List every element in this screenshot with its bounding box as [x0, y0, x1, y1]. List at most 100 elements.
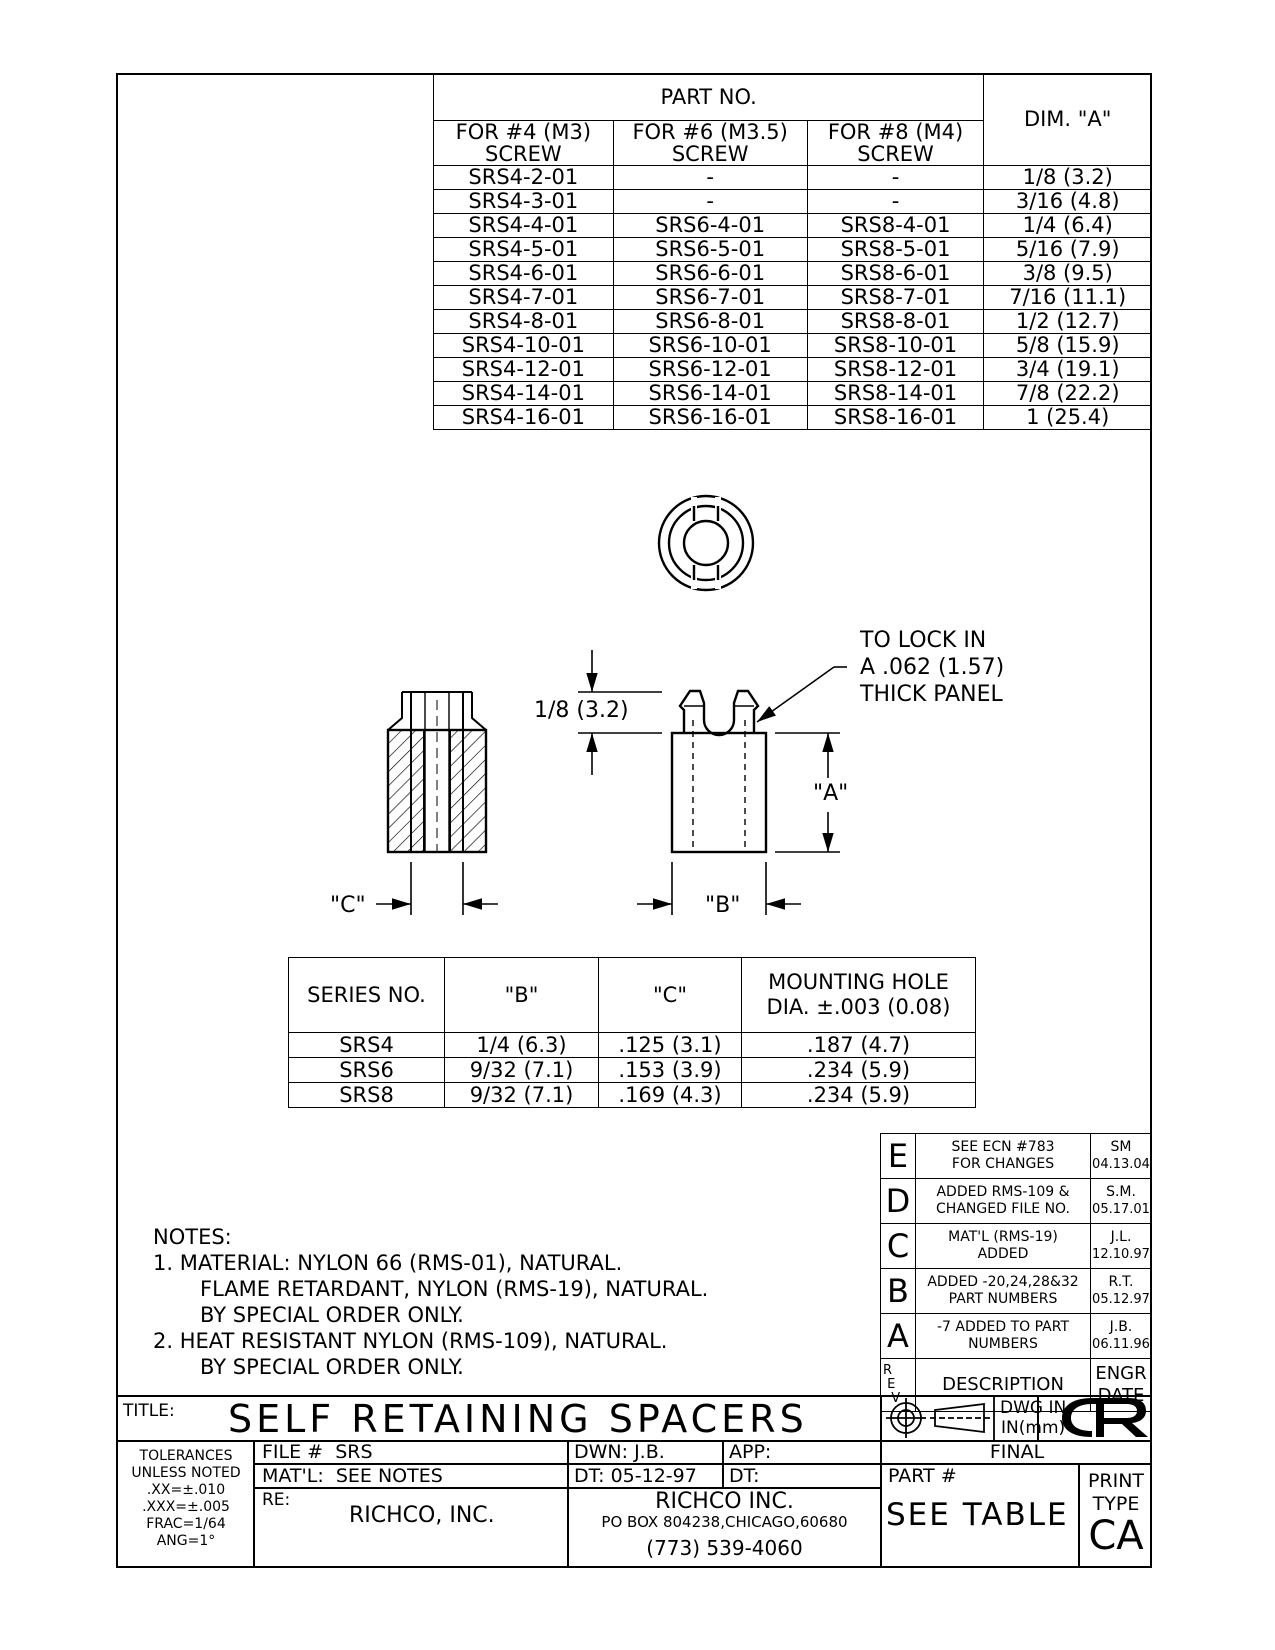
- revision-engineer-date: S.M.05.17.01: [1090, 1178, 1152, 1224]
- dimension-lines: [376, 650, 847, 915]
- dim-b-label: "B": [705, 893, 741, 918]
- dim-c-label: "C": [330, 893, 366, 918]
- part-number-cell: SRS6-12-01: [612, 357, 808, 382]
- title-block-top-line: [116, 1395, 1152, 1397]
- b-header: "B": [444, 957, 599, 1033]
- series-cell: .169 (4.3): [598, 1082, 742, 1108]
- part-number-cell: SRS6-16-01: [612, 405, 808, 430]
- tolerance-line: TOLERANCES: [139, 1448, 233, 1464]
- part-number-cell: SRS4-16-01: [433, 405, 614, 430]
- series-cell: .234 (5.9): [741, 1082, 976, 1108]
- title-block-vline-right: [880, 1395, 882, 1568]
- tolerance-line: .XX=±.010: [146, 1482, 226, 1498]
- dim-a-cell: 7/16 (11.1): [983, 285, 1152, 310]
- drawn-date: DT: 05-12-97: [574, 1465, 697, 1487]
- revision-letter: D: [880, 1178, 916, 1224]
- part-value: SEE TABLE: [886, 1497, 1069, 1533]
- dim-a-cell: 1/2 (12.7): [983, 309, 1152, 334]
- part-number-cell: SRS4-2-01: [433, 165, 614, 190]
- drawing-title: SELF RETAINING SPACERS: [228, 1397, 808, 1441]
- col-header-m4: FOR #8 (M4)SCREW: [806, 120, 985, 166]
- dim-a-cell: 3/16 (4.8): [983, 189, 1152, 214]
- series-cell: .187 (4.7): [741, 1032, 976, 1058]
- series-cell: SRS6: [288, 1057, 445, 1083]
- revision-description: ADDED RMS-109 &CHANGED FILE NO.: [915, 1178, 1091, 1224]
- approved-date: DT:: [729, 1465, 760, 1487]
- dim-a-cell: 5/8 (15.9): [983, 333, 1152, 358]
- part-number-cell: SRS8-7-01: [806, 285, 985, 310]
- revision-engineer-date: J.L.12.10.97: [1090, 1223, 1152, 1269]
- part-number-cell: SRS8-16-01: [806, 405, 985, 430]
- series-cell: 9/32 (7.1): [444, 1057, 599, 1083]
- tb-print-divider: [1078, 1463, 1080, 1568]
- dim-a-header: DIM. "A": [983, 73, 1152, 166]
- material-field: MAT'L: SEE NOTES: [262, 1465, 443, 1487]
- tb-row-line-2: [253, 1487, 880, 1489]
- print-type: PRINT TYPE CA: [1087, 1470, 1145, 1559]
- dim-a-cell: 1/8 (3.2): [983, 165, 1152, 190]
- part-number-cell: SRS4-12-01: [433, 357, 614, 382]
- revision-description: MAT'L (RMS-19)ADDED: [915, 1223, 1091, 1269]
- panel-callout: TO LOCK IN A .062 (1.57) THICK PANEL: [860, 628, 1005, 707]
- file-field: FILE # SRS: [262, 1441, 373, 1463]
- re-value: RICHCO, INC.: [349, 1503, 495, 1528]
- c-header: "C": [598, 957, 742, 1033]
- part-number-cell: SRS6-4-01: [612, 213, 808, 238]
- part-number-cell: SRS4-5-01: [433, 237, 614, 262]
- drawn-by: DWN: J.B.: [574, 1441, 665, 1463]
- title-block-vline-left: [253, 1440, 255, 1568]
- dim-a-label: "A": [813, 781, 849, 806]
- part-label: PART #: [888, 1465, 957, 1487]
- part-row: SRS4-2-01--1/8 (3.2): [433, 165, 1152, 190]
- series-cell: .153 (3.9): [598, 1057, 742, 1083]
- part-number-cell: -: [612, 189, 808, 214]
- revision-engineer-date: R.T.05.12.97: [1090, 1268, 1152, 1314]
- top-view: [657, 494, 755, 592]
- part-number-cell: SRS6-10-01: [612, 333, 808, 358]
- part-number-cell: SRS8-8-01: [806, 309, 985, 334]
- title-block-vline-mid: [567, 1440, 569, 1568]
- dim-a-cell: 1 (25.4): [983, 405, 1152, 430]
- series-cell: 1/4 (6.3): [444, 1032, 599, 1058]
- series-cell: .234 (5.9): [741, 1057, 976, 1083]
- part-row: SRS4-3-01--3/16 (4.8): [433, 189, 1152, 214]
- dim-a-cell: 7/8 (22.2): [983, 381, 1152, 406]
- company-info: RICHCO INC. PO BOX 804238,CHICAGO,60680 …: [601, 1489, 848, 1560]
- re-label: RE:: [262, 1490, 291, 1510]
- revision-letter: B: [880, 1268, 916, 1314]
- part-number-cell: SRS8-6-01: [806, 261, 985, 286]
- tolerance-line: FRAC=1/64: [146, 1516, 226, 1532]
- part-number-cell: SRS6-8-01: [612, 309, 808, 334]
- part-number-cell: SRS4-4-01: [433, 213, 614, 238]
- revision-letter: C: [880, 1223, 916, 1269]
- side-view: [670, 689, 768, 854]
- part-number-cell: -: [612, 165, 808, 190]
- title-label: TITLE:: [123, 1401, 175, 1421]
- col-header-m35: FOR #6 (M3.5)SCREW: [612, 120, 808, 166]
- series-cell: SRS8: [288, 1082, 445, 1108]
- tb-row-line-1: [253, 1463, 880, 1465]
- revision-letter: A: [880, 1313, 916, 1359]
- part-number-cell: SRS4-8-01: [433, 309, 614, 334]
- title-block-mid-line: [116, 1440, 1152, 1442]
- tb-final-line: [880, 1463, 1152, 1465]
- revision-engineer-date: J.B.06.11.96: [1090, 1313, 1152, 1359]
- dim-head-label: 1/8 (3.2): [534, 698, 629, 723]
- rev-label: R E V: [880, 1358, 916, 1412]
- tolerance-line: ANG=1°: [156, 1533, 216, 1549]
